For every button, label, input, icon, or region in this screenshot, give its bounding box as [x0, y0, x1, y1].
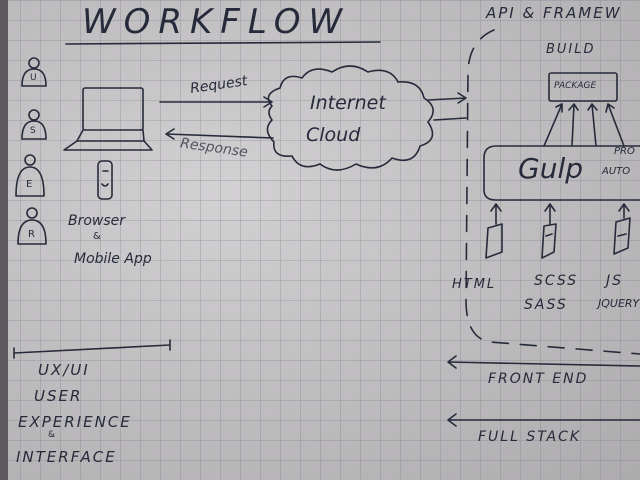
front-end-label: FRONT END — [488, 371, 589, 387]
package-box — [548, 72, 618, 102]
user-icon-r — [17, 207, 47, 245]
uxui-bracket — [13, 339, 171, 359]
uxui-line2: USER — [34, 387, 83, 405]
scss-file-icon — [541, 223, 557, 259]
cloud-label-line2: Cloud — [306, 124, 361, 146]
js-label: JS — [606, 273, 624, 289]
sass-label: SASS — [524, 297, 568, 313]
jquery-label: JQUERY — [598, 297, 640, 310]
js-file-icon — [613, 217, 631, 255]
html-label: HTML — [452, 277, 497, 292]
html-file-icon — [485, 223, 503, 259]
package-label: PACKAGE — [554, 81, 597, 91]
uxui-line4: & — [48, 430, 56, 440]
cloud-to-framework-arrow — [427, 92, 467, 104]
user-letter-s: S — [30, 126, 36, 136]
front-end-arrow — [447, 355, 640, 369]
build-label: BUILD — [546, 42, 596, 57]
cloud-label-line1: Internet — [310, 92, 386, 114]
client-label-line1: Browser — [68, 213, 126, 229]
user-letter-r: R — [28, 229, 35, 240]
full-stack-arrow — [447, 413, 640, 427]
uxui-line1: UX/UI — [38, 361, 90, 379]
client-label-line3: Mobile App — [74, 251, 152, 267]
gulp-label: Gulp — [518, 152, 583, 185]
response-arrow — [165, 128, 274, 140]
page-title: WORKFLOW — [82, 2, 351, 42]
user-letter-u: U — [30, 73, 37, 83]
request-arrow — [159, 96, 273, 108]
gulp-side-label-2: AUTO — [602, 166, 631, 177]
js-arrow — [618, 203, 630, 219]
uxui-line5: INTERFACE — [16, 448, 117, 466]
gulp-side-label-1: PRO — [614, 146, 635, 157]
user-icon-s — [21, 109, 47, 140]
gulp-box — [483, 145, 640, 201]
framework-region — [465, 29, 640, 355]
scss-arrow — [544, 203, 556, 225]
user-letter-e: E — [26, 179, 33, 190]
user-icon-u — [21, 57, 47, 87]
uxui-line3: EXPERIENCE — [18, 413, 132, 431]
api-framework-header: API & FRAMEW — [486, 4, 622, 22]
phone-icon — [97, 160, 113, 200]
title-underline — [65, 41, 381, 45]
framework-to-cloud-arrow — [433, 117, 467, 121]
scss-label: SCSS — [534, 273, 579, 289]
html-arrow — [490, 203, 502, 225]
client-label-line2: & — [93, 231, 101, 242]
full-stack-label: FULL STACK — [478, 429, 582, 445]
gulp-to-package-arrows — [543, 103, 625, 147]
user-icon-e — [15, 154, 45, 197]
page-shadow-edge — [0, 0, 8, 480]
cloud-icon — [266, 65, 434, 171]
laptop-icon — [63, 87, 153, 151]
